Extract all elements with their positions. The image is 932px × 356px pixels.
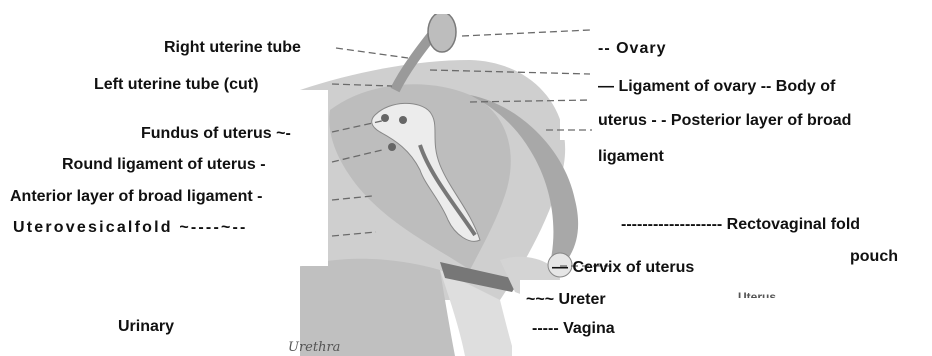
- label-left-uterine-tube: Left uterine tube (cut): [94, 76, 258, 94]
- label-ligament-of-ovary: — Ligament of ovary -- Body of: [598, 78, 835, 96]
- label-right-uterine-tube: Right uterine tube: [164, 39, 301, 57]
- label-anterior-layer: Anterior layer of broad ligament -: [10, 188, 262, 206]
- label-ureter: ~~~ Ureter: [526, 291, 606, 309]
- label-urethra-partial: Urethra: [288, 340, 340, 355]
- ovary: [428, 12, 456, 52]
- label-vagina: ----- Vagina: [532, 320, 615, 338]
- label-body-of-uterus: uterus - - Posterior layer of broad: [598, 112, 851, 130]
- label-round-ligament: Round ligament of uterus -: [62, 156, 266, 174]
- label-urinary: Urinary: [118, 318, 174, 336]
- label-broad-ligament: ligament: [598, 148, 664, 166]
- label-uterovesical-fold: Uterovesicalfold ~----~--: [13, 219, 248, 237]
- label-ovary: -- Ovary: [598, 40, 666, 58]
- label-fundus-of-uterus: Fundus of uterus ~-: [141, 125, 291, 143]
- label-cervix-of-uterus: — Cervix of uterus: [552, 259, 694, 277]
- label-rectovaginal-fold: ------------------- Rectovaginal fold: [621, 216, 860, 234]
- label-pouch: pouch: [850, 248, 898, 266]
